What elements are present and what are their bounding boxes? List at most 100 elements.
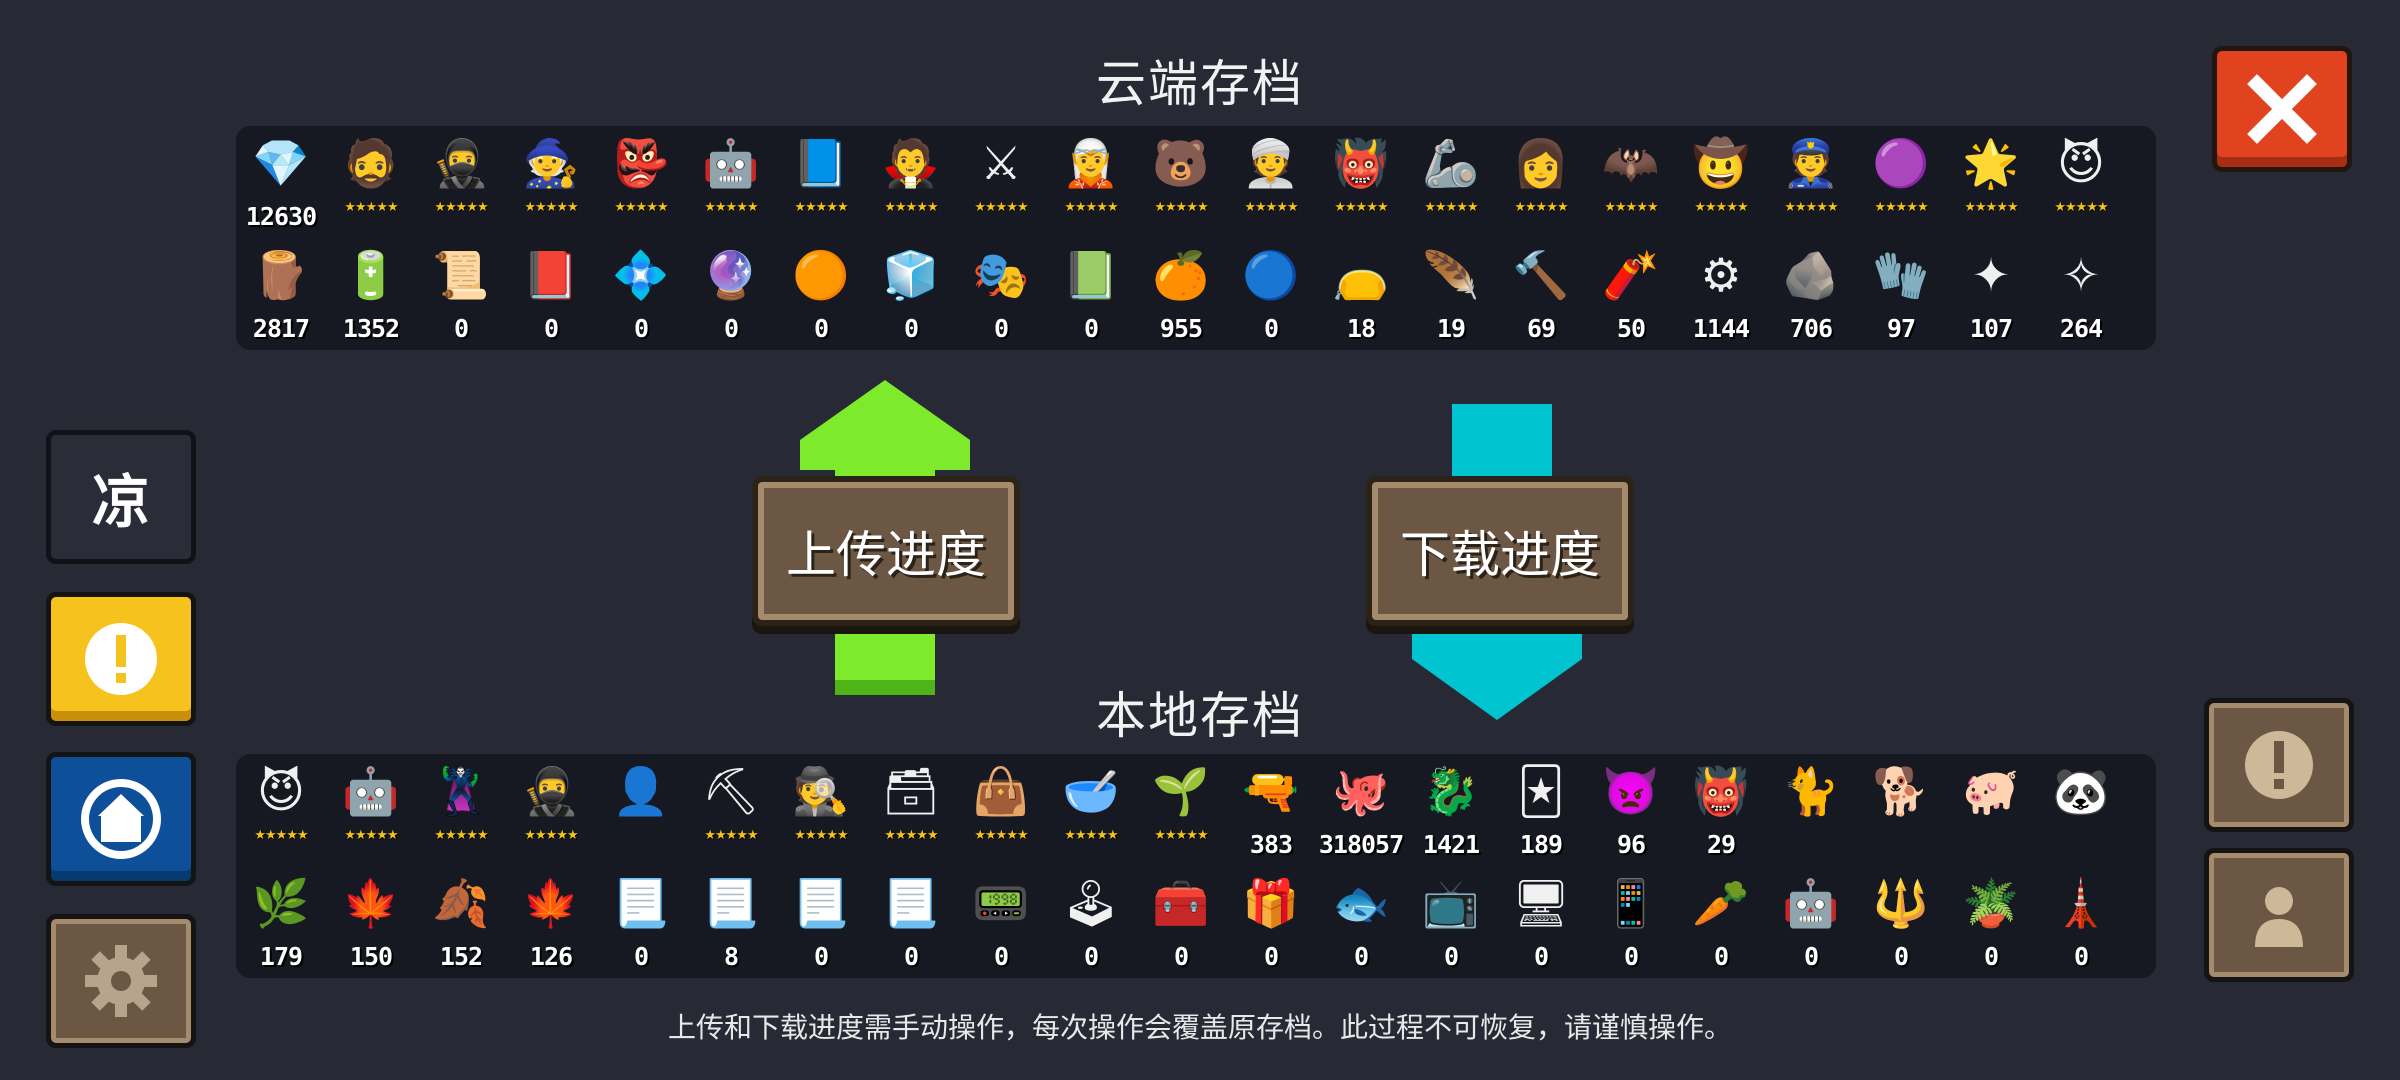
- save-slot-item: 🥷★★★★★: [506, 754, 596, 866]
- save-slot-item: 🕵 ★★★★★: [776, 754, 866, 866]
- save-slot-item: 🧰0: [1136, 866, 1226, 978]
- save-slot-item: 🍁 126: [506, 866, 596, 978]
- save-slot-item: 📱0: [1586, 866, 1676, 978]
- save-slot-item: 👿96: [1586, 754, 1676, 866]
- local-save-title: 本地存档: [1096, 687, 1304, 745]
- item-count: 0: [1803, 942, 1819, 971]
- item-count: 0: [1443, 942, 1459, 971]
- save-slot-item: 🐉1421: [1406, 754, 1496, 866]
- star-rating: ★★★★★: [1604, 200, 1658, 215]
- save-slot-item: 👹★★★★★: [1316, 126, 1406, 238]
- golden-icon: 🌟: [1962, 136, 2020, 190]
- purple-mask-icon: 👿: [1602, 764, 1660, 818]
- wizard-icon: 🟣: [1872, 136, 1930, 190]
- save-slot-item: 👹29: [1676, 754, 1766, 866]
- save-slot-item: 📃0: [866, 866, 956, 978]
- cloth-icon: 🧤: [1872, 248, 1930, 302]
- item-count: 0: [633, 942, 649, 971]
- gold-disc-icon: 🟠: [792, 248, 850, 302]
- knight-icon: 🧔: [342, 136, 400, 190]
- save-slot-item: 👝18: [1316, 238, 1406, 350]
- star-rating: ★★★★★: [614, 200, 668, 215]
- save-slot-item: 🕹0: [1046, 866, 1136, 978]
- gun-icon: 🔫: [1242, 764, 1300, 818]
- cool-button[interactable]: 凉: [46, 430, 196, 564]
- save-slot-item: 🔮0: [686, 238, 776, 350]
- item-count: 0: [1353, 942, 1369, 971]
- save-slot-item: 👤: [596, 754, 686, 866]
- red-leaf-icon: 🍁: [522, 876, 580, 930]
- notice-button[interactable]: [46, 592, 196, 726]
- save-slot-item: 🖥0: [1496, 866, 1586, 978]
- save-slot-item: 😈★★★★★: [236, 754, 326, 866]
- star-rating: ★★★★★: [1154, 828, 1208, 843]
- item-count: 1421: [1422, 830, 1480, 859]
- turret-icon: 🗼: [2052, 876, 2110, 930]
- local-characters-row: 😈★★★★★🤖★★★★★🦹★★★★★🥷★★★★★👤⛏★★★★★🕵★★★★★🗃★★…: [236, 754, 2156, 866]
- dog-icon: 🐕: [1872, 764, 1930, 818]
- star-rating: ★★★★★: [1244, 200, 1298, 215]
- assassin-icon: 👺: [612, 136, 670, 190]
- item-count: 50: [1616, 314, 1646, 343]
- local-materials-row: 🌿179🍁150🍂152🍁126📃0📃8📃0📃0📟0🕹0🧰0🎁0🐟0📺0🖥0📱0…: [236, 866, 2156, 978]
- close-button[interactable]: [2212, 46, 2352, 172]
- save-slot-item: 💠0: [596, 238, 686, 350]
- save-slot-item: 🃏189: [1496, 754, 1586, 866]
- cloud-save-title: 云端存档: [1096, 55, 1304, 113]
- save-slot-item: 🌿179: [236, 866, 326, 978]
- parchment-icon: 📃: [612, 876, 670, 930]
- star-rating: ★★★★★: [1514, 200, 1568, 215]
- save-slot-item: 📕0: [506, 238, 596, 350]
- gear-icon: ⚙: [1700, 248, 1742, 302]
- elf-icon: 🧝: [1062, 136, 1120, 190]
- pig-icon: 🐖: [1962, 764, 2020, 818]
- item-count: 126: [529, 942, 573, 971]
- upload-progress-button[interactable]: 上传进度: [752, 476, 1020, 626]
- cloud-materials-row: 🪵2817🔋1352📜0📕0💠0🔮0🟠0🧊0🎭0📗0🍊955🔵0👝18🪶19🔨6…: [236, 238, 2156, 350]
- save-slot-item: 🐟0: [1316, 866, 1406, 978]
- save-slot-item: 📜0: [416, 238, 506, 350]
- download-progress-button[interactable]: 下载进度: [1366, 476, 1634, 626]
- user-icon: [2255, 887, 2303, 947]
- save-slot-item: 📗0: [1046, 238, 1136, 350]
- rogue-icon: 🥷: [432, 136, 490, 190]
- save-slot-item: 🤖0: [1766, 866, 1856, 978]
- item-count: 318057: [1318, 830, 1404, 859]
- save-slot-item: 🟣★★★★★: [1856, 126, 1946, 238]
- item-count: 2817: [252, 314, 310, 343]
- save-slot-item: 🦹★★★★★: [416, 754, 506, 866]
- purple-shard-icon: ✦: [1971, 248, 2011, 302]
- item-count: 69: [1526, 314, 1556, 343]
- help-button[interactable]: [2204, 698, 2354, 832]
- fish-icon: 🐟: [1332, 876, 1390, 930]
- cloud-save-panel: 💎12630🧔★★★★★🥷★★★★★🧙★★★★★👺★★★★★🤖★★★★★📘★★★…: [236, 126, 2156, 350]
- save-slot-item: 🧙★★★★★: [506, 126, 596, 238]
- star-rating: ★★★★★: [1784, 200, 1838, 215]
- save-slot-item: 👺 ★★★★★: [596, 126, 686, 238]
- star-rating: ★★★★★: [2054, 200, 2108, 215]
- detective-icon: 🕵: [792, 764, 850, 818]
- feather-icon: 🪶: [1422, 248, 1480, 302]
- community-button[interactable]: [46, 752, 196, 886]
- star-rating: ★★★★★: [704, 828, 758, 843]
- save-slot-item: 💎12630: [236, 126, 326, 238]
- star-rating: ★★★★★: [704, 200, 758, 215]
- item-count: 0: [813, 942, 829, 971]
- save-slot-item: 😈★★★★★: [2036, 126, 2126, 238]
- item-count: 29: [1706, 830, 1736, 859]
- settings-button[interactable]: [46, 914, 196, 1048]
- save-slot-item: 🔵0: [1226, 238, 1316, 350]
- account-button[interactable]: [2204, 848, 2354, 982]
- save-slot-item: 📃0: [596, 866, 686, 978]
- blue-shard-icon: ✧: [2061, 248, 2101, 302]
- hammer-icon: 🔨: [1512, 248, 1570, 302]
- item-count: 0: [903, 314, 919, 343]
- green-book-icon: 📗: [1062, 248, 1120, 302]
- item-count: 0: [2073, 942, 2089, 971]
- star-rating: ★★★★★: [794, 828, 848, 843]
- save-slot-item: ⚙1144: [1676, 238, 1766, 350]
- wood-icon: 🪵: [252, 248, 310, 302]
- gem-icon: 💎: [252, 136, 310, 190]
- save-slot-item: 🐕: [1856, 754, 1946, 866]
- star-rating: ★★★★★: [1334, 200, 1388, 215]
